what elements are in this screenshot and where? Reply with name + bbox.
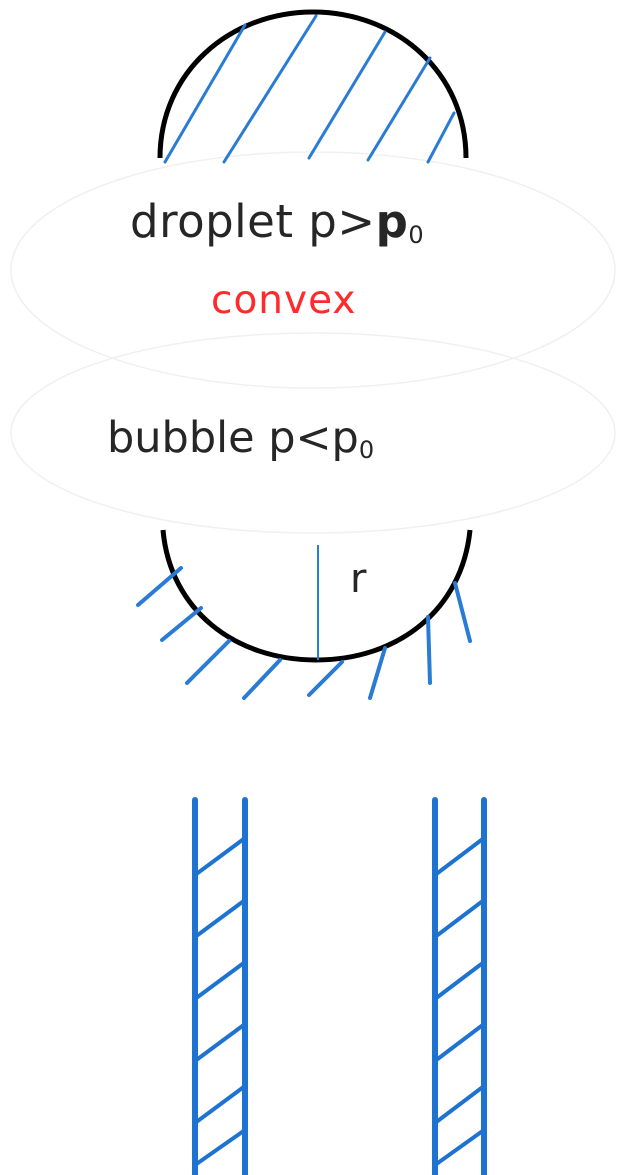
droplet-label-text: droplet p>: [130, 195, 376, 248]
droplet-label-p: p: [375, 195, 409, 248]
bubble-hatch-line: [136, 566, 183, 607]
droplet-hatch-line: [366, 56, 432, 162]
bubble-hatch-line: [307, 660, 344, 697]
tube-hatch-line: [193, 1128, 247, 1167]
droplet-hatching: [163, 14, 456, 164]
tube-hatch-line: [193, 836, 247, 877]
bubble-hatch-line: [185, 639, 231, 685]
bubble-hatching: [136, 566, 472, 700]
tube-hatch-line: [433, 836, 486, 877]
droplet-label-ellipse: [10, 151, 616, 389]
tube-hatch-line: [433, 1128, 486, 1167]
bubble-hatch-line: [368, 646, 387, 700]
bubble-hatch-line: [426, 615, 432, 685]
droplet-pressure-label: droplet p>p0: [130, 195, 424, 249]
droplet-shape: [157, 9, 469, 164]
bubble-pressure-label: bubble p<p0: [107, 413, 374, 464]
tube-hatch-line: [433, 1084, 486, 1125]
capillary-tube: [192, 797, 487, 1175]
tube-hatch-line: [193, 1084, 247, 1125]
bubble-outline: [160, 529, 473, 663]
bubble-label-ellipse: [10, 332, 616, 534]
tube-hatch-line: [433, 1022, 486, 1063]
radius-label: r: [350, 556, 367, 602]
tube-hatch-line: [433, 898, 486, 939]
bubble-label-subscript: 0: [358, 436, 375, 464]
droplet-hatch-line: [222, 14, 318, 164]
tube-hatch-line: [433, 960, 486, 1001]
tube-hatch-line: [193, 960, 247, 1001]
bubble-hatch-line: [453, 581, 472, 643]
tube-hatch-line: [193, 1022, 247, 1063]
droplet-hatch-line: [426, 111, 456, 164]
droplet-outline: [157, 9, 469, 159]
convex-label: convex: [211, 278, 357, 323]
bubble-hatch-line: [160, 606, 203, 642]
droplet-hatch-line: [307, 30, 387, 160]
bubble-label-text: bubble p<p: [107, 413, 359, 463]
tube-left-hatching: [193, 836, 247, 1167]
bubble-hatch-line: [242, 658, 282, 700]
tube-right-hatching: [433, 836, 486, 1167]
droplet-hatch-line: [163, 23, 247, 164]
droplet-label-subscript: 0: [408, 221, 425, 249]
bubble-shape: [136, 529, 473, 700]
tube-hatch-line: [193, 898, 247, 939]
